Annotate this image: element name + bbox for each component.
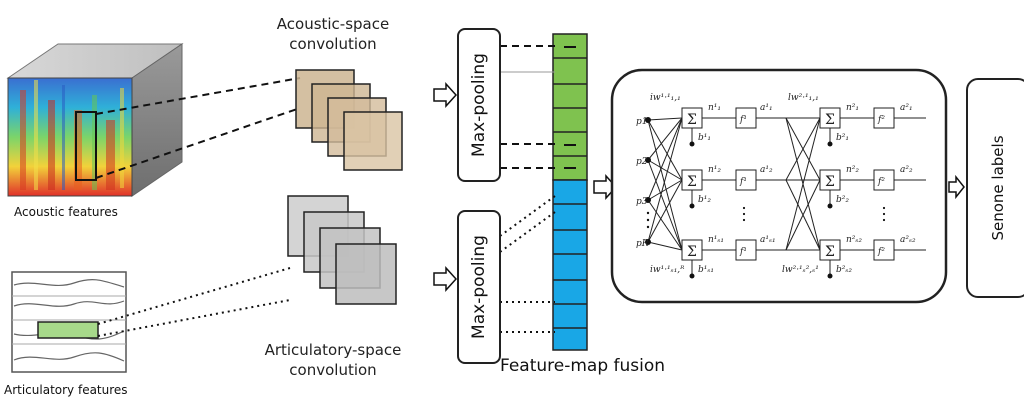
sum-symbol-1: Σ [687, 112, 697, 128]
pool-to-fusion-dashed [500, 45, 555, 169]
a1-label-3: a¹ₛ₁ [760, 235, 776, 245]
articulatory-conv-title-line2: convolution [289, 361, 377, 379]
f2-label-3: f² [877, 247, 885, 257]
input-ellipsis [646, 211, 650, 229]
max-pooling-label-bottom: Max-pooling [469, 235, 489, 339]
conv-to-pool-arrows [433, 82, 458, 292]
sum-symbol-5: Σ [825, 174, 835, 190]
spectrogram-texture [20, 80, 124, 190]
n1-label-2: n¹₂ [708, 165, 721, 175]
acoustic-feature-cube [6, 43, 184, 197]
articulatory-feature-chart [11, 271, 127, 373]
n2-label-2: n²₂ [846, 165, 859, 175]
feature-map-fusion-label: Feature-map fusion [500, 356, 666, 376]
weight1-top-label: iw¹·¹₁,₁ [650, 93, 681, 103]
senone-labels-box: Senone labels [966, 78, 1024, 298]
f2-label-1: f² [877, 115, 885, 125]
max-pooling-label-top: Max-pooling [469, 53, 489, 157]
a2-label-1: a²₁ [900, 103, 913, 113]
sum-symbol-2: Σ [687, 174, 697, 190]
b1-label-3: b¹ₛ₁ [698, 265, 714, 275]
senone-labels-text: Senone labels [989, 135, 1007, 241]
articulatory-conv-title-line1: Articulatory-space [264, 341, 402, 359]
acoustic-window-box [75, 111, 97, 181]
sum-symbol-3: Σ [687, 244, 697, 260]
layer1-neurons [681, 107, 786, 279]
n2-label-3: n²ₛ₂ [846, 235, 862, 245]
articulatory-window-box [37, 321, 99, 339]
max-pooling-box-bottom: Max-pooling [457, 210, 501, 364]
pool-to-fusion-dotted [499, 195, 556, 333]
articulatory-segment [552, 179, 588, 351]
articulatory-projection-lines [97, 267, 291, 337]
acoustic-segment [552, 33, 588, 181]
n1-label-3: n¹ₛ₁ [708, 235, 724, 245]
max-pooling-box-top: Max-pooling [457, 28, 501, 182]
acoustic-conv-maps [295, 69, 403, 171]
b2-label-1: b²₁ [836, 133, 849, 143]
weight1-bottom-label: iw¹·¹ₛ₁,ᴿ [650, 265, 685, 275]
hidden-connections [785, 117, 821, 251]
fused-feature-map [552, 33, 588, 351]
network-labels: p1 p2 p3 pR iw¹·¹₁,₁ iw¹·¹ₛ₁,ᴿ lw²·¹₁,₁ … [636, 93, 916, 275]
acoustic-projection-lines [95, 77, 301, 179]
f1-label-2: f¹ [739, 177, 747, 187]
articulatory-conv-title: Articulatory-space convolution [234, 340, 432, 380]
acoustic-conv-title: Acoustic-space convolution [234, 14, 432, 54]
arrow-top [433, 82, 458, 108]
input-label-r: pR [636, 239, 649, 249]
input-nodes [645, 117, 651, 245]
a2-label-2: a²₂ [900, 165, 913, 175]
input-label-2: p2 [636, 157, 648, 167]
neural-network [645, 107, 926, 279]
a1-label-1: a¹₁ [760, 103, 773, 113]
acoustic-conv-title-line1: Acoustic-space [276, 15, 390, 33]
arrow-bottom [433, 266, 458, 292]
f1-label-1: f¹ [739, 115, 747, 125]
acoustic-conv-title-line2: convolution [289, 35, 377, 53]
network-to-senone-arrow [948, 174, 965, 200]
a2-label-3: a²ₛ₂ [900, 235, 916, 245]
input-label-1: p1 [636, 117, 648, 127]
articulatory-conv-maps [287, 195, 397, 305]
input-label-3: p3 [636, 197, 648, 207]
f1-label-3: f¹ [739, 247, 747, 257]
f2-label-2: f² [877, 177, 885, 187]
acoustic-features-label: Acoustic features [14, 205, 118, 219]
b1-label-1: b¹₁ [698, 133, 711, 143]
b2-label-2: b²₂ [836, 195, 849, 205]
weight2-top-label: lw²·¹₁,₁ [788, 93, 819, 103]
sum-symbol-6: Σ [825, 244, 835, 260]
n1-label-1: n¹₁ [708, 103, 721, 113]
sum-symbol-4: Σ [825, 112, 835, 128]
n2-label-1: n²₁ [846, 103, 859, 113]
weight2-bottom-label: lw²·¹ₛ²,ₛ¹ [782, 265, 819, 275]
input-connections [647, 117, 683, 251]
b2-label-3: b²ₛ₂ [836, 265, 852, 275]
articulatory-features-label: Articulatory features [4, 383, 128, 397]
layer2-neurons [819, 107, 926, 279]
b1-label-2: b¹₂ [698, 195, 711, 205]
a1-label-2: a¹₂ [760, 165, 773, 175]
